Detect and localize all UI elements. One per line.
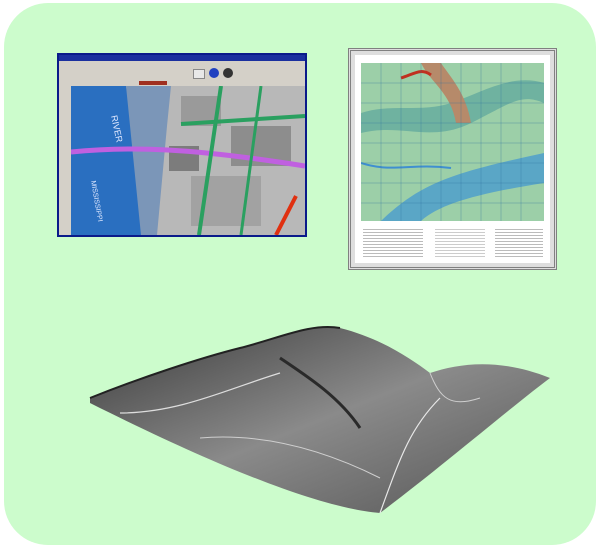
- tool-button: [193, 69, 205, 79]
- 3d-terrain-model: [89, 326, 550, 514]
- river-area: [71, 86, 156, 235]
- window-titlebar: [59, 55, 305, 61]
- scale-bar: [139, 81, 167, 85]
- riverbank-area: [126, 86, 171, 235]
- red-road: [274, 195, 298, 235]
- map-notes: [495, 227, 543, 257]
- green-road-3: [180, 114, 305, 126]
- terrain-surface: [90, 327, 550, 513]
- purple-road: [71, 146, 305, 169]
- info-icon: [209, 68, 219, 78]
- gis-application-screenshot: RIVER MISSISSIPPI: [57, 53, 307, 237]
- zoom-icon: [223, 68, 233, 78]
- water-body: [381, 153, 544, 221]
- menu-bar: [59, 61, 305, 66]
- green-road-1: [197, 86, 223, 235]
- toolbar: [59, 66, 305, 81]
- topographic-map-sheet: [348, 48, 557, 270]
- map-legend: [363, 227, 423, 257]
- toolbox-icon: [59, 86, 71, 235]
- topographic-map: [361, 63, 544, 221]
- city-map-view: RIVER MISSISSIPPI: [71, 86, 305, 235]
- map-scale-info: [435, 227, 485, 257]
- green-road-2: [239, 86, 263, 235]
